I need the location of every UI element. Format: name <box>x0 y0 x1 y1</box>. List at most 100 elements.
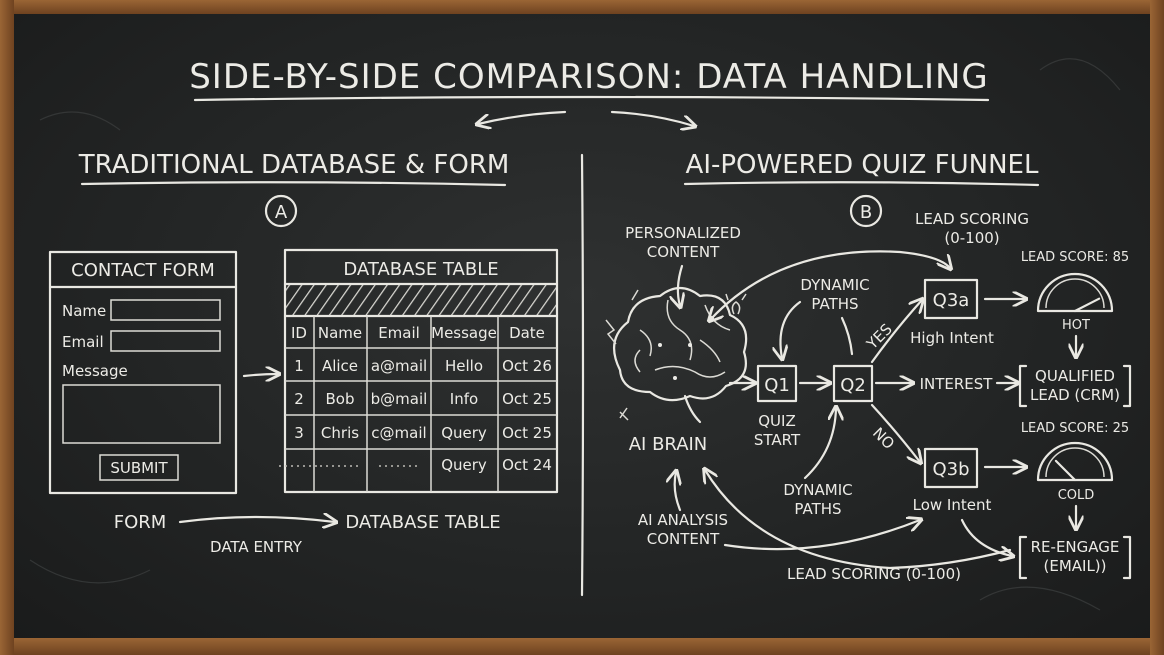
page-title: SIDE-BY-SIDE COMPARISON: DATA HANDLING <box>189 57 989 97</box>
table-cell: b@mail <box>371 390 428 408</box>
message-label: Message <box>62 362 128 380</box>
dynamic-top-line-1: DYNAMIC <box>800 276 869 294</box>
q3b-box[interactable] <box>923 447 979 489</box>
table-cell: Oct 26 <box>502 357 552 375</box>
yes-arrow <box>870 300 922 364</box>
q3a-label: Q3a <box>933 290 970 311</box>
submit-button-label: SUBMIT <box>110 459 168 477</box>
table-cell: 3 <box>294 424 304 442</box>
email-label: Email <box>62 333 104 351</box>
table-cell: a@mail <box>371 357 427 375</box>
lead-scoring-top-line-2: (0-100) <box>944 229 999 247</box>
cold-gauge-needle <box>1054 459 1077 482</box>
table-cell: Query <box>441 424 487 442</box>
contact-form-title: CONTACT FORM <box>71 260 215 281</box>
chalk-smudges <box>29 58 1121 611</box>
table-cell: Bob <box>326 390 355 408</box>
hot-gauge <box>1036 272 1114 313</box>
lowintent-to-reengage-arrow <box>960 518 1012 556</box>
table-cell: Oct 25 <box>502 424 552 442</box>
analysis-line-1: AI ANALYSIS <box>638 511 728 529</box>
table-cell: Hello <box>445 357 483 375</box>
name-input[interactable] <box>110 299 221 321</box>
flow-to-label: DATABASE TABLE <box>345 512 500 533</box>
badge-b-circle <box>849 194 883 228</box>
table-header-cell: Name <box>318 324 362 342</box>
table-hatch-band <box>286 285 556 316</box>
q3b-caption: Low Intent <box>913 496 992 514</box>
cold-score-label: LEAD SCORE: 25 <box>1021 421 1129 436</box>
email-input[interactable] <box>110 330 221 352</box>
database-table-title: DATABASE TABLE <box>343 259 498 280</box>
title-arrow-right <box>610 110 694 126</box>
q2-box[interactable] <box>832 364 874 403</box>
analysis-arrow <box>675 472 680 512</box>
personalized-line-2: CONTENT <box>647 243 720 261</box>
title-underline <box>193 95 990 102</box>
reengage-line-1: RE-ENGAGE <box>1031 538 1120 556</box>
right-heading: AI-POWERED QUIZ FUNNEL <box>686 150 1039 180</box>
lead-scoring-top-line-1: LEAD SCORING <box>915 210 1029 228</box>
reengage-box <box>1018 535 1132 580</box>
dynamic-bottom-line-2: PATHS <box>794 500 841 518</box>
q3a-caption: High Intent <box>910 329 994 347</box>
q2-label: Q2 <box>840 375 866 396</box>
table-cell: 1 <box>294 357 304 375</box>
reengage-line-2: (EMAIL)) <box>1043 557 1106 575</box>
data-entry-arrow <box>178 517 335 522</box>
name-label: Name <box>62 302 106 320</box>
wood-frame-top <box>0 0 1164 14</box>
left-heading: TRADITIONAL DATABASE & FORM <box>78 150 510 180</box>
badge-a: A <box>275 202 288 223</box>
table-header-cell: Message <box>431 324 497 342</box>
table-header-cell: Date <box>509 324 545 342</box>
no-arrow <box>870 403 920 462</box>
table-cell: Query <box>441 456 487 474</box>
wood-frame-bottom <box>0 638 1164 655</box>
analysis-to-q3b-arrow <box>723 520 920 551</box>
table-cell: Alice <box>322 357 358 375</box>
qualified-lead-box <box>1018 364 1132 408</box>
wood-frame-right <box>1150 0 1164 655</box>
q1-caption-line-2: START <box>754 431 801 449</box>
q1-box[interactable] <box>756 364 798 403</box>
data-entry-label: DATA ENTRY <box>210 538 303 556</box>
submit-button[interactable] <box>99 454 179 481</box>
lead-scoring-bottom-label: LEAD SCORING (0-100) <box>787 565 961 583</box>
flow-from-label: FORM <box>114 512 167 533</box>
interest-label: INTEREST <box>920 375 994 393</box>
personalized-arrow <box>678 264 682 306</box>
table-cell: Info <box>450 390 478 408</box>
q1-caption-line-1: QUIZ <box>758 412 796 430</box>
dynamic-top-stroke <box>840 316 854 356</box>
table-cell: c@mail <box>371 424 426 442</box>
table-cell: 2 <box>294 390 304 408</box>
q1-label: Q1 <box>764 375 790 396</box>
form-to-table-arrow <box>242 374 278 376</box>
lead-scoring-bottom-arrow <box>705 470 1012 570</box>
table-cell: Oct 24 <box>502 456 552 474</box>
dynamic-top-line-2: PATHS <box>811 295 858 313</box>
q3a-box[interactable] <box>923 278 979 320</box>
yes-label: YES <box>862 320 895 353</box>
table-header-cell: ID <box>291 324 307 342</box>
hot-state: HOT <box>1062 318 1090 333</box>
badge-a-circle <box>264 194 298 228</box>
left-heading-underline <box>80 181 507 187</box>
table-cell: Chris <box>321 424 359 442</box>
title-arrow-left <box>478 110 567 124</box>
message-textarea[interactable] <box>62 384 221 444</box>
dynamic-bottom-line-1: DYNAMIC <box>783 481 852 499</box>
cold-gauge <box>1036 441 1114 482</box>
table-cell: Oct 25 <box>502 390 552 408</box>
q3b-label: Q3b <box>932 459 969 480</box>
hot-score-label: LEAD SCORE: 85 <box>1021 250 1129 265</box>
dynamic-top-arrow-left <box>780 300 802 358</box>
qualified-line-1: QUALIFIED <box>1035 367 1115 385</box>
brain-icon <box>605 286 748 424</box>
lead-scoring-top-arrow <box>710 250 950 320</box>
analysis-line-2: CONTENT <box>647 530 720 548</box>
right-heading-underline <box>683 181 1040 187</box>
